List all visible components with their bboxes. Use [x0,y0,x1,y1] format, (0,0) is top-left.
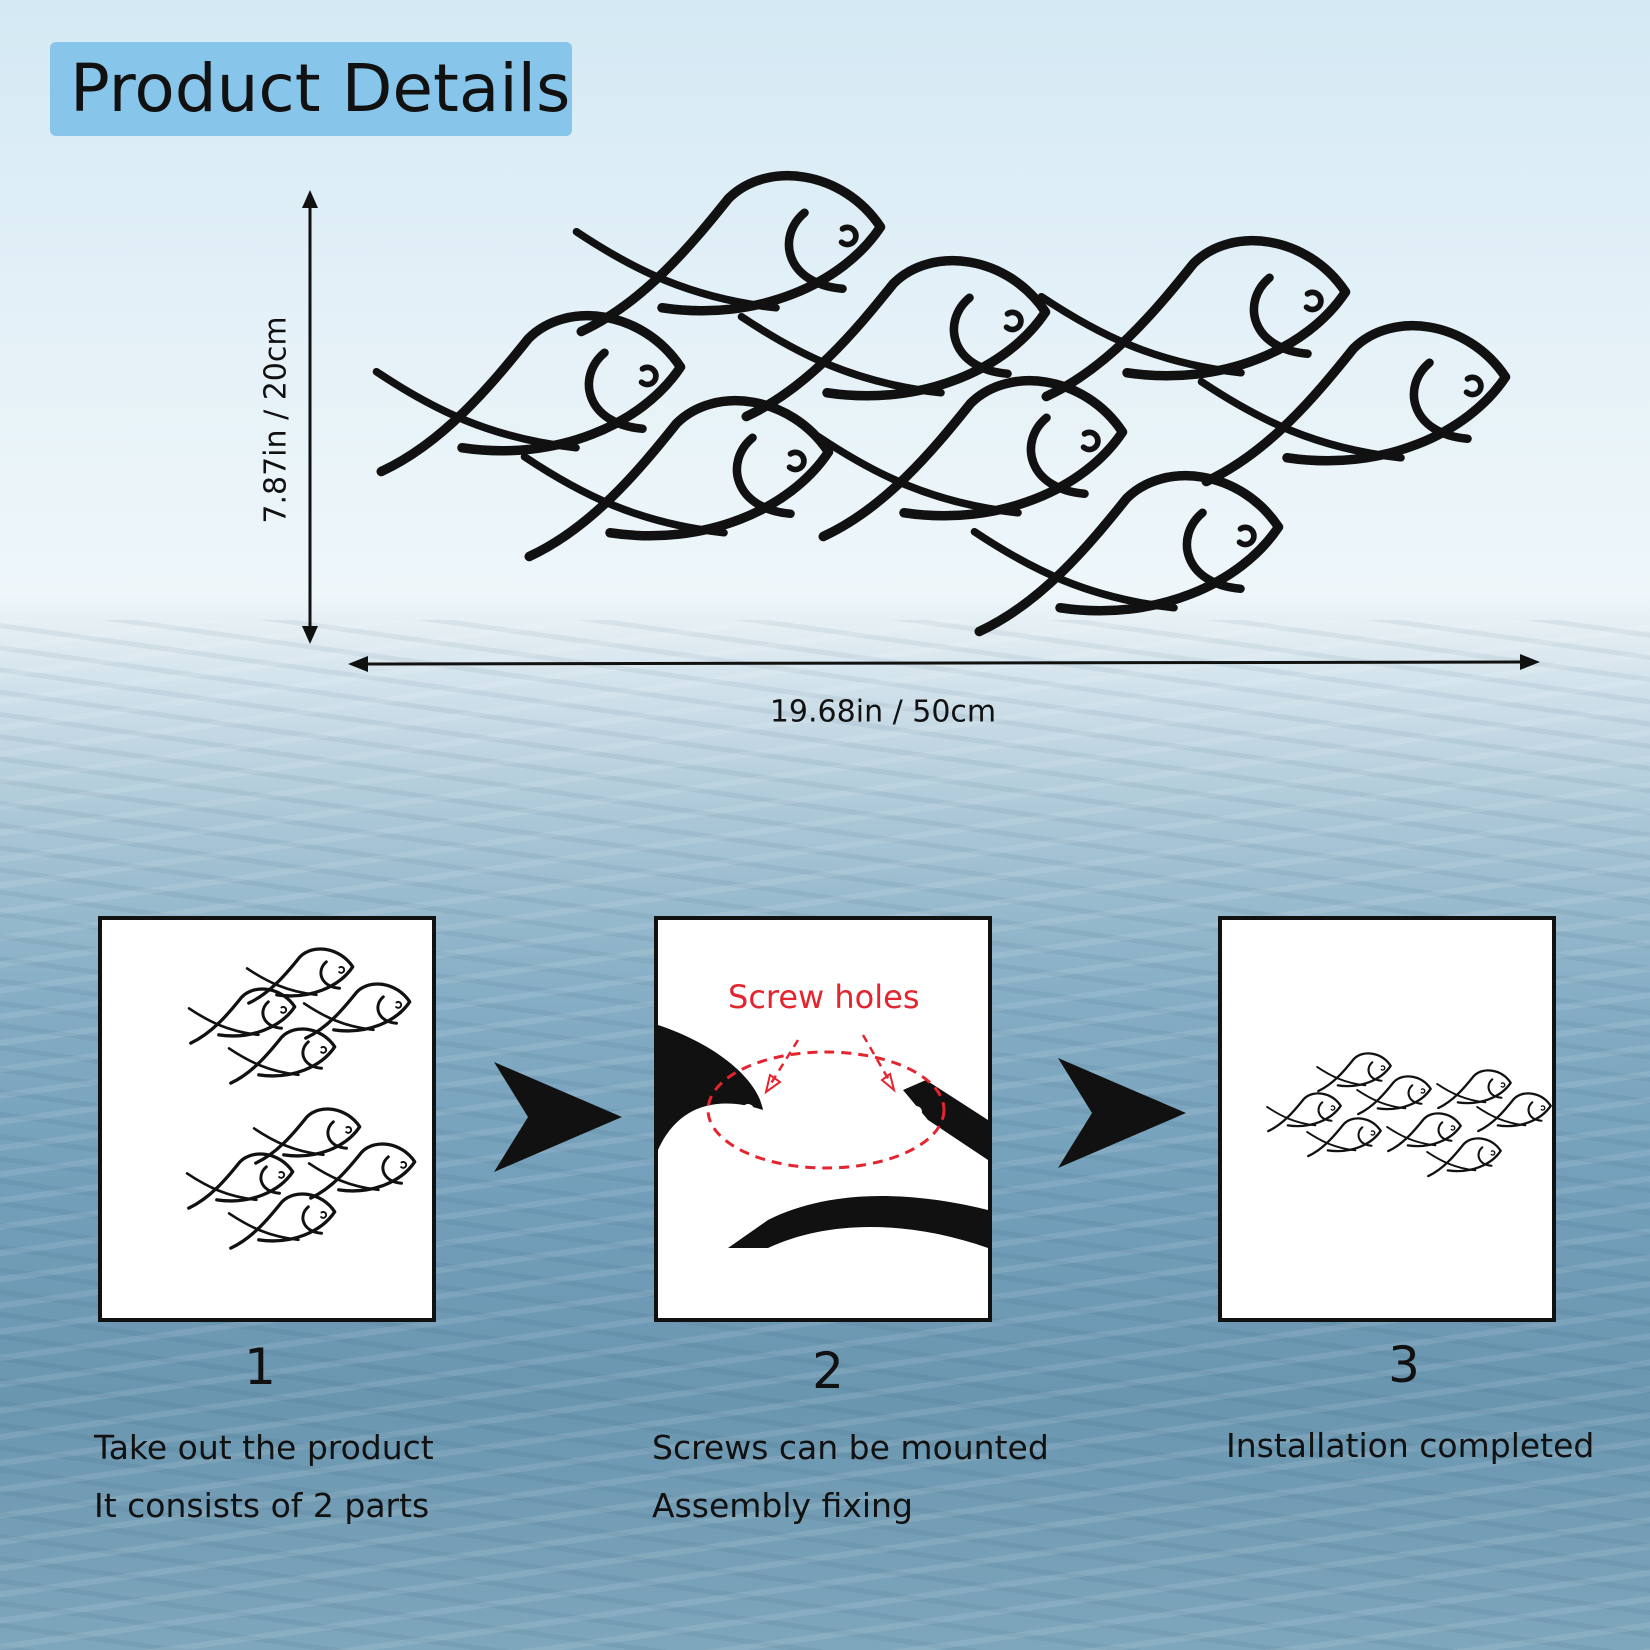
step-2-number: 2 [812,1342,844,1400]
width-label: 19.68in / 50cm [769,694,997,730]
title-banner: Product Details [50,42,572,136]
height-label: 7.87in / 20cm [258,316,294,524]
step-1-line-1: Take out the product [94,1428,434,1467]
fish-school-icon [1265,1052,1552,1178]
fish-school-icon [185,947,417,1250]
step-3-line-1: Installation completed [1226,1426,1595,1465]
step-1-panel [98,916,436,1322]
arrow-right-icon [1058,1058,1186,1168]
screw-hole-icon [658,1025,988,1248]
fish-school-icon [377,176,1506,632]
page-title: Product Details [70,50,571,127]
height-dimension-arrow [302,190,318,644]
step-3-panel [1218,916,1556,1322]
step-1-number: 1 [244,1338,276,1396]
step-3-number: 3 [1388,1336,1420,1394]
step-2-panel: Screw holes [654,916,992,1322]
arrow-right-icon [494,1062,622,1172]
step-1-line-2: It consists of 2 parts [94,1486,430,1525]
step-2-line-1: Screws can be mounted [652,1428,1049,1467]
screw-holes-callout: Screw holes [728,978,920,1016]
width-dimension-arrow [348,654,1540,672]
step-2-line-2: Assembly fixing [652,1486,913,1525]
